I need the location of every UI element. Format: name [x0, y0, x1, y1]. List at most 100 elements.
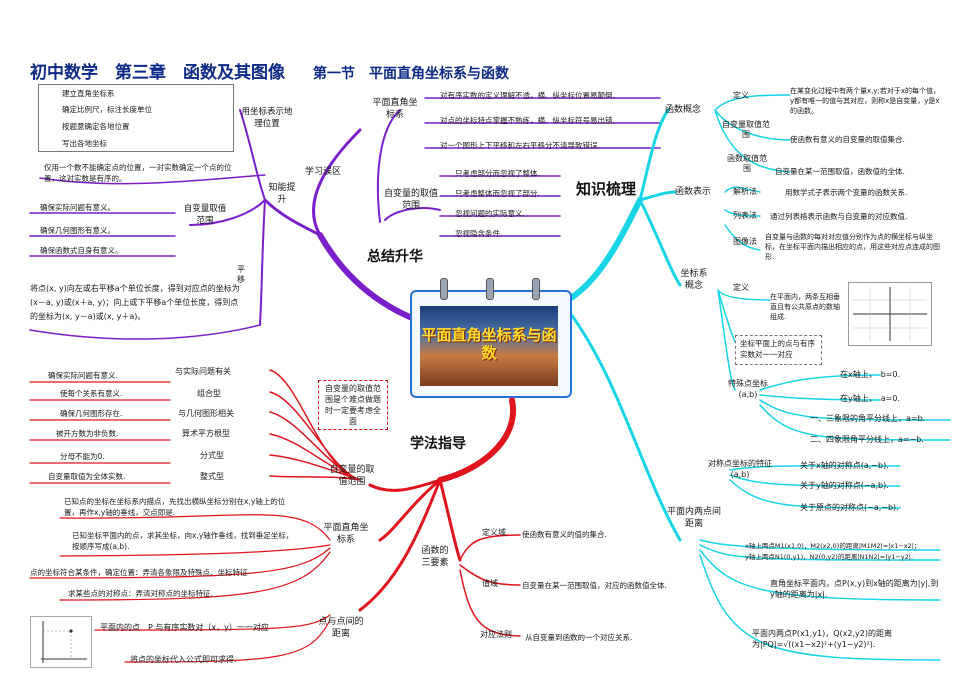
type-6: 整式型 — [200, 472, 224, 481]
special-2: 在y轴上， a=0. — [840, 394, 900, 403]
node-coord-misc: 平面直角坐标系 — [372, 98, 418, 120]
dist-1: x轴上两点M1(x1,0)，M2(x2,0)的距离|M1M2|=|x1−x2|； — [745, 542, 921, 550]
table-label: 列表法 — [733, 211, 757, 220]
misc-var-3: 忽视问题的实际意义. — [455, 209, 525, 218]
three-3-key: 对应法则 — [480, 630, 512, 639]
func-def-text: 在某变化过程中有两个量x,y;若对于x的每个值，y都有唯一的值与其对应，则称x是… — [790, 87, 941, 115]
page-title: 初中数学 第三章 函数及其图像 第一节 平面直角坐标系与函数 — [30, 58, 509, 83]
node-misconceptions: 学习误区 — [305, 167, 342, 177]
node-knowledge-up: 知能提升 — [268, 183, 296, 205]
node-red-coord: 平面直角坐标系 — [323, 523, 369, 545]
type-note-3: 确保几何图形存在. — [60, 409, 123, 418]
var-range-3: 确保函数式自身有意义。 — [40, 246, 123, 255]
domain-label: 自变量取值范围 — [722, 120, 770, 139]
misc-coord-2: 对点的坐标特点掌握不熟练，横、纵坐标符号易出错. — [440, 116, 615, 125]
calendar-ring-icon — [440, 278, 448, 300]
title-section: 第一节 平面直角坐标系与函数 — [313, 66, 509, 82]
domain-text: 使函数有意义的自变量的取值集合. — [790, 135, 905, 144]
type-4: 算术平方根型 — [182, 429, 230, 438]
steps-box — [38, 84, 234, 152]
branch-summary: 总结升华 — [367, 249, 423, 265]
misc-var-4: 忽视隐含条件. — [455, 229, 503, 238]
branch-method: 学法指导 — [410, 436, 466, 452]
callout-var-range: 自变量的取值范围是个难点做题时一定要考虑全面 — [318, 380, 388, 430]
node-red-distance: 点与点间的距离 — [318, 617, 364, 639]
type-note-2: 使每个关系有意义. — [60, 389, 123, 398]
translate-note: 将点(x, y)向左或右平移a个单位长度，得到对应点的坐标为(x－a, y)或(… — [30, 284, 240, 321]
locate-note: 仅用一个数不能确定点的位置，一对实数确定一个点的位置，这对实数是有序的。 — [44, 163, 232, 183]
type-3: 与几何图形相关 — [178, 409, 234, 418]
type-5: 分式型 — [200, 451, 224, 460]
node-three-elements: 函数的三要素 — [421, 546, 449, 568]
coord-def-label: 定义 — [733, 283, 749, 292]
special-1: 在x轴上， b=0. — [840, 370, 901, 379]
sym-label: 对称点坐标的特征(a,b) — [708, 459, 772, 479]
one-to-one-box — [735, 335, 822, 365]
table-text: 通过列表格表示函数与自变量的对应数值. — [770, 212, 908, 221]
type-1: 与实际问题有关 — [175, 367, 231, 376]
misc-coord-3: 对一个图形上下平移和左右平移分不清导致错误. — [440, 141, 600, 150]
misc-coord-1: 对有序实数的定义理解不透，横、纵坐标位置易颠倒. — [440, 91, 615, 100]
misc-var-1: 只考虑部分而忽视了整体. — [455, 169, 540, 178]
step-2: 确定比例尺，标注长度单位 — [62, 105, 152, 114]
analytic-text: 用数学式子表示两个变量的函数关系. — [785, 188, 908, 197]
node-var-range: 自变量取值范围 — [183, 204, 227, 226]
center-title: 平面直角坐标系与函数 — [421, 326, 557, 362]
point-graph-axes — [41, 621, 87, 663]
special-label: 特殊点坐标(a,b) — [728, 379, 768, 399]
graph-text: 自变量与函数的每对对应值分别作为点的横坐标与纵坐标，在坐标平面内描出相应的点，用… — [765, 233, 940, 261]
sym-2: 关于y轴的对称点(−a,b). — [800, 481, 889, 490]
sym-3: 关于原点的对称点(−a,−b). — [800, 503, 899, 512]
title-chapter: 初中数学 第三章 函数及其图像 — [30, 63, 285, 83]
type-note-1: 确保实际问题有意义. — [48, 371, 118, 380]
three-2-val: 自变量在某一范围取值，对应的函数值全体. — [522, 581, 667, 590]
red-coord-4: 求某些点的对称点：弄清对称点的坐标特征. — [68, 589, 213, 598]
step-1: 建立直角坐标系 — [62, 89, 115, 98]
three-1-key: 定义域 — [482, 528, 506, 537]
calendar-ring-icon — [486, 278, 494, 300]
dist-two: 平面内两点P(x1,y1)，Q(x2,y2)的距离为|PQ|=√((x1−x2)… — [752, 629, 892, 649]
step-3: 按题意确定各地位置 — [62, 122, 130, 131]
center-calendar-node: 平面直角坐标系与函数 — [410, 278, 572, 398]
three-3-val: 从自变量到函数的一个对应关系. — [525, 633, 633, 642]
type-note-5: 分母不能为0. — [60, 452, 105, 461]
node-coord-concept: 坐标系概念 — [680, 269, 708, 291]
misc-var-2: 只考虑整体而忽视了部分. — [455, 189, 540, 198]
node-locate: 用坐标表示地理位置 — [241, 107, 293, 129]
point-graph — [30, 616, 92, 668]
type-note-4: 被开方数为非负数. — [56, 429, 119, 438]
calendar-ring-icon — [532, 278, 540, 300]
red-dist-1: 平面内的点 P 与有序实数对（x，y）一一对应 — [100, 623, 269, 632]
step-4: 写出各地坐标 — [62, 139, 107, 148]
graph-label: 图像法 — [733, 237, 757, 246]
three-2-key: 值域 — [482, 579, 498, 588]
quadrant-axes — [853, 287, 927, 341]
calendar-landscape-image — [420, 306, 558, 386]
red-coord-2: 已知坐标平面内的点，求其坐标，向x,y轴作垂线，找到垂足坐标，按顺序写成(a,b… — [72, 531, 294, 551]
red-dist-2: 将点的坐标代入公式即可求得. — [130, 655, 237, 664]
node-var-misc: 自变量的取值范围 — [383, 189, 438, 211]
analytic-label: 解析法 — [733, 187, 757, 196]
sym-1: 关于x轴的对称点(a,−b). — [800, 461, 889, 470]
three-1-val: 使函数有意义的值的集合. — [522, 530, 607, 539]
type-note-6: 自变量取值为全体实数. — [48, 472, 126, 481]
var-range-1: 确保实际问题有意义。 — [40, 203, 115, 212]
range-text: 自变量在某一范围取值，函数值的全体. — [775, 167, 905, 176]
red-coord-1: 已知点的坐标在坐标系内描点，先找出横纵坐标分别在x,y轴上的位置，再作x,y轴的… — [64, 497, 286, 517]
red-coord-3: 点的坐标符合某条件，确定位置：弄清各象限及特殊点、坐标特征 — [30, 568, 248, 577]
branch-knowledge: 知识梳理 — [576, 180, 637, 198]
node-distance: 平面内两点间距离 — [666, 507, 721, 529]
one-to-one-text: 坐标平面上的点与有序实数对一一对应 — [740, 339, 815, 359]
type-2: 组合型 — [197, 389, 221, 398]
quadrant-graph — [848, 282, 932, 346]
node-red-var-range: 自变量的取值范围 — [329, 465, 375, 487]
node-translate: 平移 — [237, 265, 245, 284]
var-range-2: 确保几何图形有意义。 — [40, 226, 115, 235]
special-3: 一、三象限的角平分线上，a=b. — [810, 414, 926, 423]
coord-def-text: 在平面内，两条互相垂直且有公共原点的数轴组成. — [770, 293, 840, 321]
node-func-repr: 函数表示 — [675, 187, 712, 197]
special-4: 二、四象限角平分线上，a=−b. — [810, 435, 924, 444]
node-func-concept: 函数概念 — [665, 105, 702, 115]
func-def-label: 定义 — [733, 91, 749, 100]
